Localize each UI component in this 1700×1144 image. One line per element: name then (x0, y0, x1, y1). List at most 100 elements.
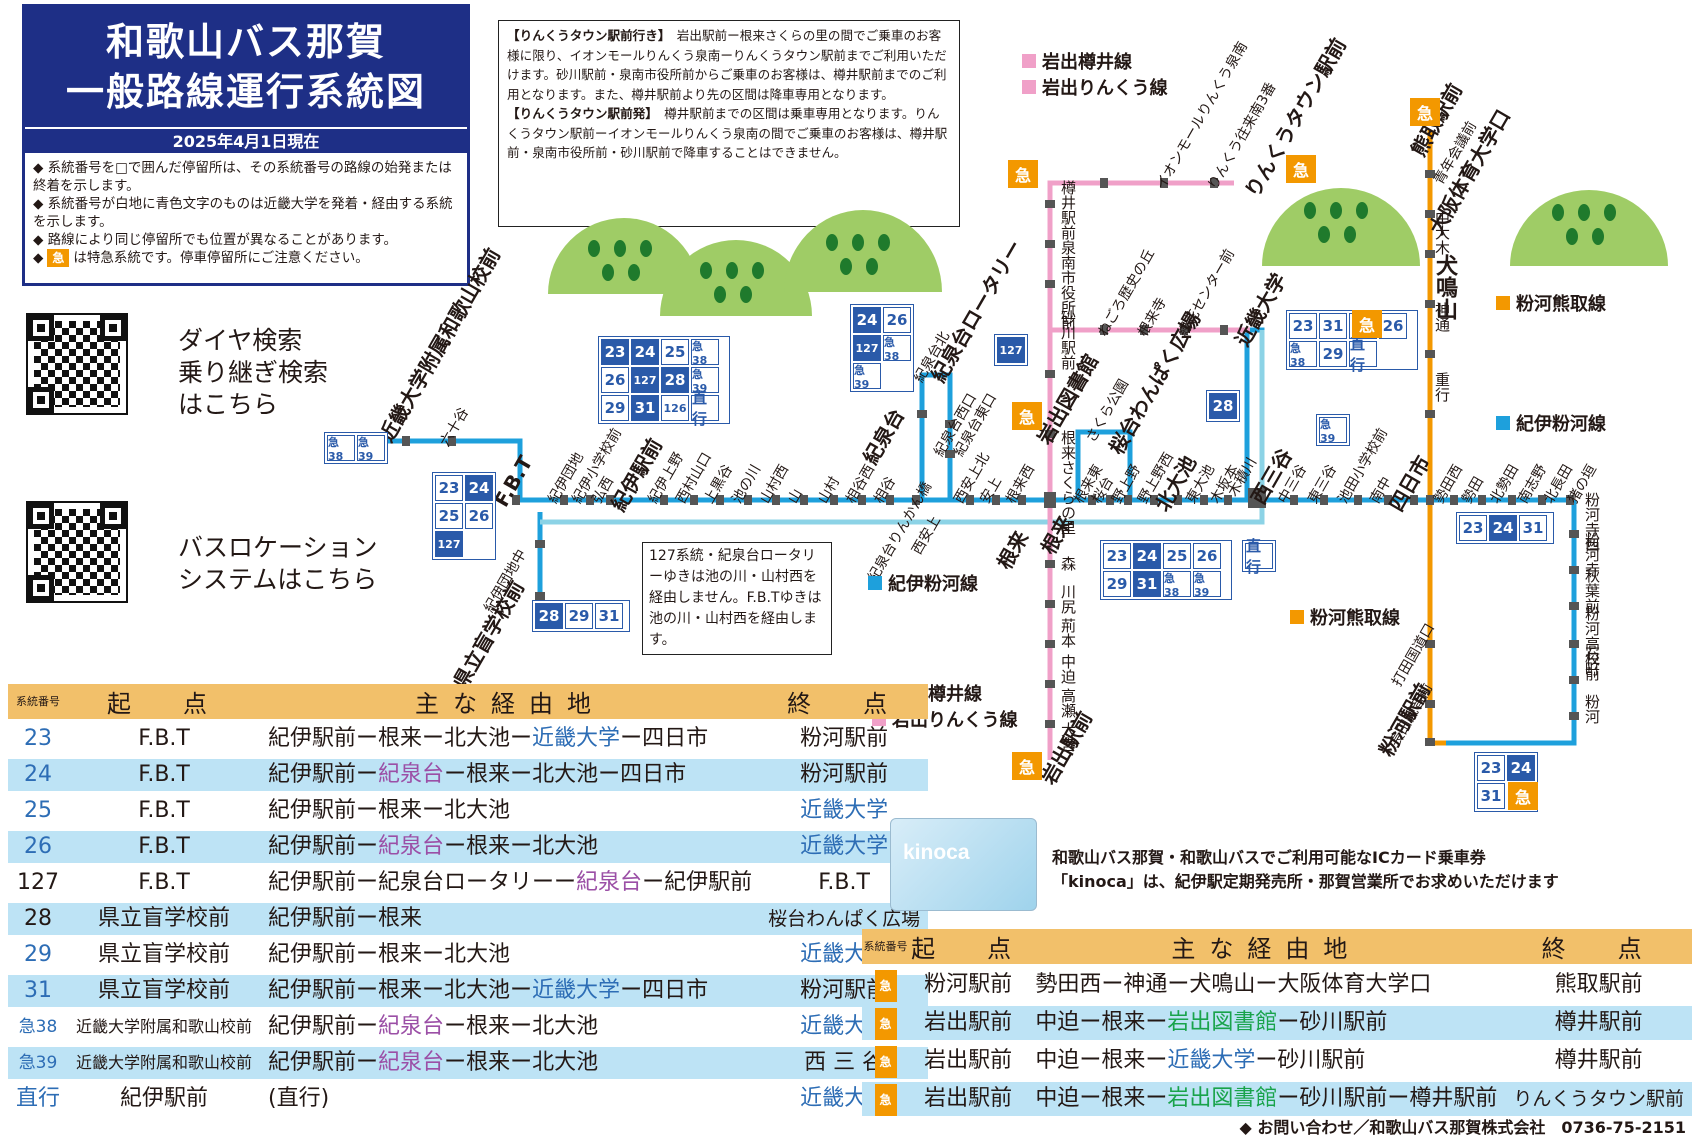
route-number-badge: 31 (1477, 783, 1505, 809)
destination-cell: F.B.T (818, 870, 870, 895)
contact-info: ◆ お問い合わせ／和歌山バス那賀株式会社 0736-75-2151 (1239, 1118, 1687, 1137)
kinoca-logo: kinoca (903, 841, 970, 864)
route-number: 31 (8, 975, 69, 1007)
qr-finder (100, 315, 126, 341)
express-badge: 急 (874, 1008, 897, 1040)
note-3: ◆ 路線により同じ停留所でも位置が異なることがあります。 (33, 232, 398, 248)
qr-finder (100, 503, 126, 529)
route-box-kinki: 23312526急3829直行 (1286, 310, 1418, 374)
route-line-teal (540, 330, 1265, 525)
header-start: 起 点 (68, 684, 261, 719)
express-badge-tarui: 急 (1008, 160, 1038, 188)
note-bullet: ◆ (33, 250, 44, 266)
origin-cell: 岩出駅前 (909, 1082, 1028, 1116)
info-p2-body: 樽井駅前までの区間は乗車専用となります。りんくうタウン駅前ーイオンモールりんくう… (507, 106, 948, 160)
legend-label: 岩出りんくう線 (1042, 78, 1168, 99)
legend-swatch (1290, 610, 1304, 624)
route-number-badge: 急38 (883, 335, 911, 363)
stop-tarui-eki: 樽井駅前 (1059, 180, 1077, 240)
via-segment: 岩出図書館 (1167, 1010, 1278, 1035)
via-segment: 紀伊駅前ー紀泉台ロータリーー (268, 870, 577, 895)
origin-cell: F.B.T (138, 798, 190, 823)
route-number-badge: 127 (435, 531, 463, 557)
route-table-express: 系統番号 起 点 主な経由地 終 点 急粉河駅前勢田西ー神通ー犬鳴山ー大阪体育大… (862, 925, 1692, 1120)
via-segment: 中迫ー根来ー (1035, 1086, 1168, 1111)
header-via: 主な経由地 (1027, 929, 1506, 964)
route-number-badge: 26 (883, 307, 911, 333)
route-box-rotary: 127 (994, 334, 1028, 366)
route-number-badge: 29 (565, 603, 593, 629)
origin-cell: F.B.T (68, 759, 261, 791)
stop-akiba: 秋葉前 (1583, 568, 1601, 613)
route-number-badge: 23 (1103, 543, 1131, 569)
origin-cell: 県立盲学校前 (68, 903, 261, 935)
qr-finder (28, 387, 54, 413)
header-end: 終 点 (1505, 929, 1692, 964)
via-segment: ー砂川駅前ー樽井駅前 (1277, 1086, 1498, 1111)
route-number: 25 (24, 798, 52, 823)
express-badge: 急 (874, 1084, 897, 1116)
via-cell: 紀伊駅前ー紀泉台ー根来ー北大池ー四日市 (260, 759, 761, 791)
qr-finder (28, 503, 54, 529)
legend-iwade-tarui: 岩出樽井線 (1022, 48, 1132, 74)
via-segment: ー根来ー北大池 (444, 1014, 599, 1039)
stop-nakasako: 中迫 (1059, 654, 1077, 684)
origin-cell: 岩出駅前 (909, 1006, 1028, 1040)
express-badge-rinku: 急 (1286, 155, 1316, 183)
legend-swatch (1496, 296, 1510, 310)
via-cell: 紀伊駅前ー紀泉台ー根来ー北大池 (260, 1047, 761, 1079)
stop-omiya: 大宮 (1059, 722, 1077, 752)
header-end: 終 点 (760, 684, 929, 719)
origin-cell: 岩出駅前 (924, 1048, 1013, 1073)
legend-label: 岩出樽井線 (1042, 52, 1132, 73)
route-number-badge: 26 (601, 367, 629, 393)
route-number-badge: 26 (465, 503, 493, 529)
via-cell: 紀伊駅前ー根来ー北大池 (260, 939, 760, 971)
route-number-badge: 急39 (357, 435, 385, 463)
note-1: ◆ 系統番号を□で囲んだ停留所は、その系統番号の路線の始発または終着を示します。 (33, 160, 452, 194)
route-number-badge: 28 (535, 603, 563, 629)
route-number-badge: 31 (1133, 571, 1161, 597)
origin-cell: 紀伊駅前 (120, 1086, 209, 1111)
header-start: 起 点 (909, 929, 1028, 964)
via-segment: 紀泉台 (378, 762, 445, 787)
route-box-sakura: 28 (1206, 390, 1240, 422)
via-cell: 中迫ー根来ー近畿大学ー砂川駅前 (1027, 1044, 1505, 1078)
qr-finder (28, 575, 54, 601)
route-box-chokko: 直行 (1242, 537, 1276, 576)
route-number-badge: 24 (853, 307, 881, 333)
qr-line: ダイヤ検索 (178, 326, 303, 355)
qr-text-buslocation: バスロケーション システムはこちら (178, 532, 378, 596)
route-number: 127 (17, 870, 59, 895)
legend-label: 紀伊粉河線 (1516, 414, 1606, 435)
route-number-badge: 急39 (853, 363, 881, 391)
qr-code-buslocation[interactable] (26, 501, 128, 603)
via-segment: (直行) (268, 1086, 330, 1111)
via-cell: 紀伊駅前ー紀泉台ロータリーー紀泉台ー紀伊駅前 (260, 867, 760, 899)
via-segment: ー砂川駅前 (1277, 1010, 1388, 1035)
route-number: 急39 (8, 1047, 69, 1079)
legend-label: 粉河熊取線 (1516, 294, 1606, 315)
qr-code-timetable[interactable] (26, 313, 128, 415)
route-number-badge: 急38 (327, 435, 355, 463)
route-number-badge: 127 (853, 335, 881, 361)
route-number: 急 (862, 1082, 910, 1116)
stop-arakawamoto: 荊本 (1059, 618, 1077, 648)
via-segment: 中迫ー根来ー (1035, 1010, 1168, 1035)
via-segment: ー根来ー北大池 (444, 834, 599, 859)
stop-kokawa-koukou: 粉河高校前 (1583, 606, 1601, 681)
table-row: 急粉河駅前勢田西ー神通ー犬鳴山ー大阪体育大学口熊取駅前 (862, 968, 1692, 1002)
route-number: 26 (8, 831, 69, 863)
